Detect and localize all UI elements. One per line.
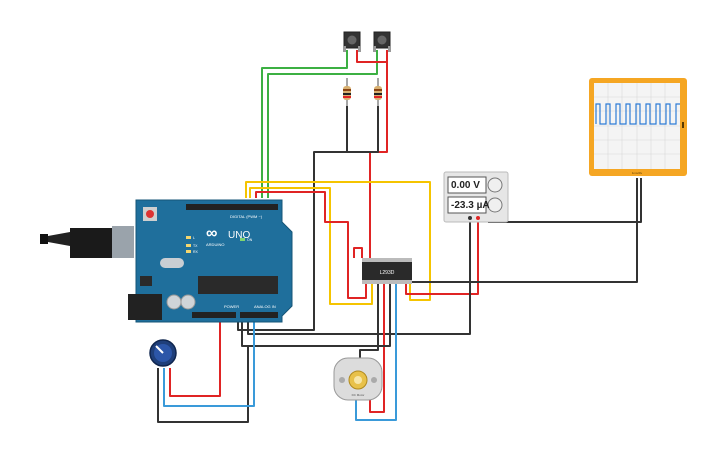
pushbutton-2[interactable]	[373, 31, 391, 52]
oscilloscope[interactable]: 1ms/div	[589, 78, 687, 176]
scope-side-knob	[682, 122, 684, 128]
power-header	[192, 312, 236, 318]
wire-black-psu[interactable]	[247, 220, 471, 335]
capacitor-1	[166, 294, 182, 310]
wire-yellow-1[interactable]	[245, 181, 431, 301]
wire-red-buttons[interactable]	[356, 50, 388, 258]
psu-current-reading: -23.3 µA	[451, 200, 490, 211]
digital-label: DIGITAL (PWM ~)	[230, 214, 263, 219]
scope-trace	[595, 103, 680, 125]
wires	[157, 50, 642, 423]
voltage-knob[interactable]	[487, 177, 503, 193]
atmega-chip	[198, 276, 278, 294]
potentiometer-knob-indicator	[155, 345, 164, 354]
wire-red-ic-2[interactable]	[353, 247, 363, 258]
psu-voltage-reading: 0.00 V	[451, 180, 480, 191]
wire-yellow-2[interactable]	[249, 187, 373, 305]
on-label: ON	[247, 238, 253, 242]
tx-label: TX	[193, 244, 198, 248]
motor-label: DC Motor	[352, 393, 365, 397]
led-on	[240, 238, 245, 241]
crystal	[160, 258, 184, 268]
wire-motor-blue[interactable]	[355, 284, 397, 421]
ic-label: L293D	[380, 270, 395, 276]
pushbutton-1[interactable]	[343, 31, 361, 52]
usb-cable	[48, 232, 70, 246]
reset-button-cap[interactable]	[146, 210, 154, 218]
usb-port	[112, 226, 134, 258]
wire-green-2[interactable]	[267, 50, 378, 198]
power-jack	[128, 294, 162, 320]
scope-footer: 1ms/div	[632, 171, 643, 175]
resistor-2[interactable]	[374, 78, 382, 106]
wire-black-resistors[interactable]	[346, 106, 379, 153]
wire-black-scope-2[interactable]	[488, 178, 642, 223]
wire-red-psu[interactable]	[405, 220, 479, 295]
wire-motor-red[interactable]	[369, 284, 385, 413]
board-brand: ARDUINO	[206, 242, 224, 247]
current-display	[447, 196, 487, 214]
psu-terminal-pos[interactable]	[476, 216, 480, 220]
power-supply[interactable]	[443, 171, 509, 223]
arduino-uno-board[interactable]: ∞ UNO ARDUINO DIGITAL (PWM ~) POWER ANAL…	[40, 199, 293, 323]
board-model: UNO	[228, 230, 250, 241]
analog-label: ANALOG IN	[254, 304, 276, 309]
wire-pot-blue[interactable]	[163, 318, 255, 407]
potentiometer[interactable]	[149, 339, 177, 367]
l-label: L	[193, 236, 195, 240]
wire-black-scope[interactable]	[388, 178, 638, 283]
wire-pot-red[interactable]	[169, 318, 221, 397]
l293d-driver-ic[interactable]: L293D	[362, 258, 412, 284]
psu-terminal-neg[interactable]	[468, 216, 472, 220]
regulator	[140, 276, 152, 286]
wire-ic-black-2[interactable]	[241, 284, 391, 347]
digital-header	[186, 204, 278, 210]
resistor-1[interactable]	[343, 78, 351, 106]
dc-motor[interactable]: DC Motor	[333, 357, 383, 401]
wire-pot-black[interactable]	[157, 346, 249, 423]
wire-black-gnd-main[interactable]	[237, 151, 347, 331]
led-rx	[186, 250, 191, 253]
arduino-logo: ∞	[206, 225, 217, 242]
current-knob[interactable]	[487, 197, 503, 213]
usb-plug	[70, 228, 112, 258]
wire-green-1[interactable]	[261, 50, 348, 198]
wire-red-ic-1[interactable]	[255, 191, 367, 299]
voltage-display	[447, 176, 487, 194]
led-tx	[186, 244, 191, 247]
rx-label: RX	[193, 250, 199, 254]
usb-cable-end	[40, 234, 48, 244]
capacitor-2	[180, 294, 196, 310]
power-label: POWER	[224, 304, 239, 309]
analog-header	[240, 312, 278, 318]
led-l	[186, 236, 191, 239]
